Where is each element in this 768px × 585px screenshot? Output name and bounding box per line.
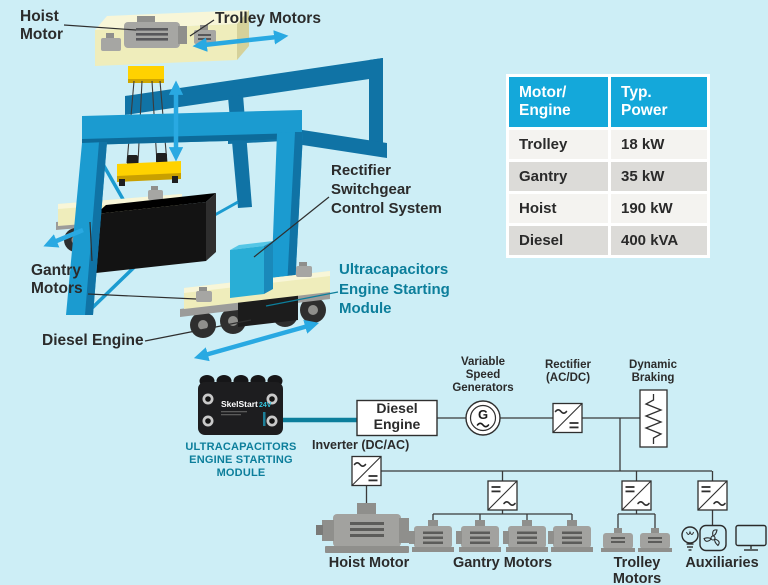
trolley-motor-icons	[601, 528, 672, 552]
rectifier-symbol	[552, 402, 583, 434]
table-cell: Trolley	[509, 129, 608, 159]
crane-rear-right-leg	[369, 58, 383, 153]
spreader	[117, 153, 181, 186]
aux-inverter-symbol	[697, 480, 728, 511]
gantry-travel-arrow-right	[193, 319, 320, 362]
rectifier-cabinet	[230, 241, 273, 298]
diesel-engine-graphic	[238, 293, 298, 327]
hoist-inverter-symbol	[351, 455, 382, 487]
schematic-wires	[365, 417, 714, 528]
gantry-motors-schematic-label: Gantry Motors	[452, 555, 553, 571]
hoist-motor-label: Hoist Motor	[20, 8, 64, 43]
container-side	[206, 193, 216, 261]
motion-arrows	[43, 30, 320, 362]
auxiliaries-label: Auxiliaries	[685, 555, 759, 571]
table-header-typ-power: Typ. Power	[611, 77, 707, 127]
ultracap-module-caption: ULTRACAPACITORS ENGINE STARTING MODULE	[185, 441, 297, 480]
trolley-travel-arrow	[192, 30, 289, 52]
front-right-leg-facet	[287, 132, 303, 288]
inverter-dcac-label: Inverter (DC/AC)	[312, 438, 410, 452]
front-left-leg-facet	[85, 142, 107, 315]
rectifier-acdc-label: Rectifier (AC/DC)	[544, 359, 592, 384]
front-girder-shade	[82, 133, 302, 145]
ultracapacitor-module: SkelStart 24V	[198, 375, 283, 435]
table-cell: 35 kW	[611, 161, 707, 191]
fan-icon	[699, 524, 727, 552]
table-header-motor-engine: Motor/ Engine	[509, 77, 608, 127]
rectifier-switchgear-label: Rectifier Switchgear Control System	[331, 162, 442, 217]
gantry-motor-graphic-right	[196, 262, 312, 302]
hoist-motor-icon	[316, 503, 409, 553]
powertrain-schematic: SkelStart 24V	[198, 375, 767, 553]
variable-speed-generators-label: Variable Speed Generators	[452, 356, 514, 394]
gantry-motors-label: Gantry Motors	[31, 262, 83, 297]
crane-right-side-girder	[283, 127, 387, 158]
gantry-inverter-symbol	[487, 480, 518, 511]
table-cell: 190 kW	[611, 193, 707, 223]
diesel-engine-label: Diesel Engine	[42, 332, 144, 349]
pointer-line-teal	[265, 291, 339, 307]
module-brand: SkelStart	[221, 399, 258, 409]
diesel-engine-box-label: Diesel Engine	[373, 400, 421, 433]
table-cell: Hoist	[509, 193, 608, 223]
table-cell: Gantry	[509, 161, 608, 191]
monitor-icon	[735, 524, 767, 551]
ultracapacitors-crane-label: Ultracapacitors Engine Starting Module	[339, 261, 450, 317]
table-cell: 400 kVA	[611, 225, 707, 255]
table-cell: Diesel	[509, 225, 608, 255]
hoist-trolley	[128, 66, 164, 81]
hoist-motor-schematic-label: Hoist Motor	[328, 555, 410, 571]
power-table: Motor/ Engine Typ. Power Trolley 18 kW G…	[506, 74, 710, 258]
svg-text:G: G	[478, 407, 488, 422]
crane-rear-girder	[125, 58, 383, 115]
trolley-motors-schematic-label: Trolley Motors	[612, 555, 662, 585]
auxiliaries-icons	[681, 524, 767, 552]
crane-illustration	[43, 10, 387, 362]
container-top	[96, 193, 216, 214]
generator-symbol: G	[465, 400, 501, 436]
module-badge: 24V	[259, 402, 272, 409]
trolley-inverter-symbol	[621, 480, 652, 511]
gantry-travel-arrow-left	[43, 227, 84, 248]
hoist-trolley-shade	[128, 79, 164, 83]
gantry-motor-icons	[409, 520, 593, 552]
hoist-motor-graphic	[124, 16, 187, 48]
table-cell: 18 kW	[611, 129, 707, 159]
diesel-engine-box	[356, 399, 438, 437]
lightbulb-icon	[681, 526, 699, 551]
container-front	[96, 202, 206, 273]
dynamic-braking-symbol	[639, 389, 668, 448]
dynamic-braking-label: Dynamic Braking	[629, 359, 677, 384]
trolley-motors-label: Trolley Motors	[215, 10, 321, 27]
